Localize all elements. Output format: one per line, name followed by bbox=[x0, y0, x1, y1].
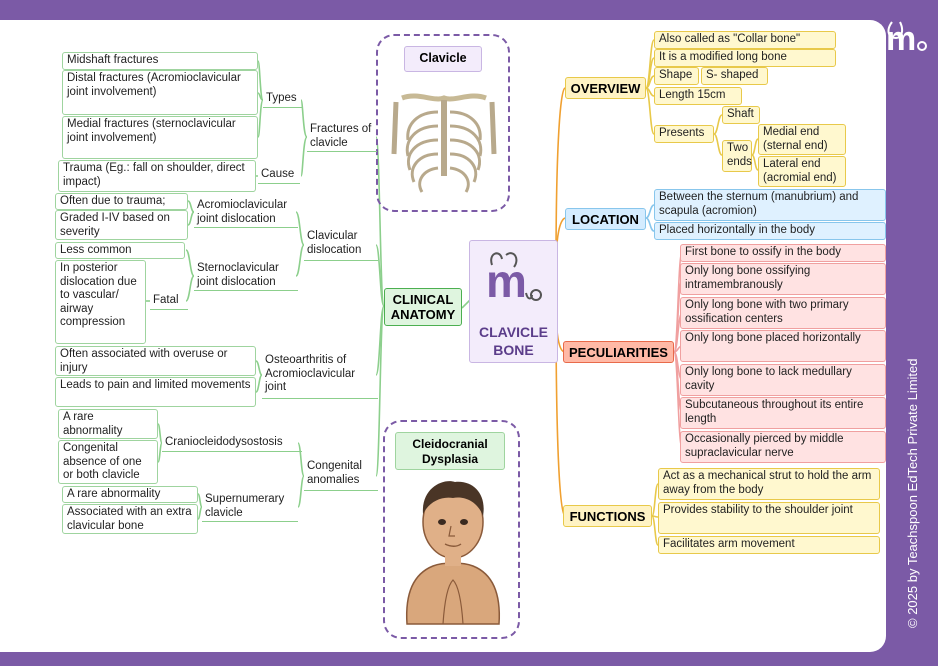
clavicle-image-frame: Clavicle bbox=[376, 34, 510, 212]
overview-two-ends: Two ends bbox=[722, 140, 752, 172]
osteoarthritis-item-2: Leads to pain and limited movements bbox=[55, 377, 256, 407]
function-item-2: Provides stability to the shoulder joint bbox=[658, 502, 880, 534]
fatal-label: Fatal bbox=[150, 293, 188, 310]
ac-item-1: Often due to trauma; bbox=[55, 193, 188, 210]
dysplasia-image-frame: Cleidocranial Dysplasia bbox=[383, 420, 520, 639]
osteoarthritis-label: Osteoarthritis of Acromioclavicular join… bbox=[262, 353, 378, 399]
copyright-text: © 2025 by Teachspoon EdTech Private Limi… bbox=[905, 358, 920, 628]
center-title-line1: CLAVICLE bbox=[479, 324, 548, 340]
overview-lateral-end: Lateral end (acromial end) bbox=[758, 156, 846, 187]
dysplasia-image-label: Cleidocranial Dysplasia bbox=[395, 432, 505, 470]
fracture-types-label: Types bbox=[263, 91, 303, 108]
fatal-text: In posterior dislocation due to vascular… bbox=[55, 260, 146, 344]
clavicle-image-label: Clavicle bbox=[404, 46, 482, 72]
ccd-label: Craniocleidodysostosis bbox=[162, 435, 302, 452]
congenital-label: Congenital anomalies bbox=[304, 459, 378, 491]
fracture-type-3: Medial fractures (sternoclavicular joint… bbox=[62, 116, 258, 159]
brand-logo: m bbox=[886, 20, 927, 58]
dislocation-label: Clavicular dislocation bbox=[304, 229, 378, 261]
overview-shaft: Shaft bbox=[722, 106, 760, 124]
osteoarthritis-item-1: Often associated with overuse or injury bbox=[55, 346, 256, 376]
fractures-label: Fractures of clavicle bbox=[307, 122, 377, 152]
function-item-3: Facilitates arm movement bbox=[658, 536, 880, 554]
sc-less-common: Less common bbox=[55, 242, 185, 259]
ac-item-2: Graded I-IV based on severity bbox=[55, 210, 188, 240]
stethoscope-m-icon: m bbox=[486, 252, 542, 307]
peculiarity-item-4: Only long bone placed horizontally bbox=[680, 330, 886, 362]
overview-length: Length 15cm bbox=[654, 87, 742, 105]
sc-dislocation-label: Sternoclavicular joint dislocation bbox=[194, 261, 298, 291]
functions-header: FUNCTIONS bbox=[563, 505, 652, 527]
svg-text:m: m bbox=[486, 255, 527, 307]
overview-also-called: Also called as "Collar bone" bbox=[654, 31, 836, 49]
center-title-line2: BONE bbox=[493, 342, 534, 358]
overview-medial-end: Medial end (sternal end) bbox=[758, 124, 846, 155]
location-header: LOCATION bbox=[565, 208, 646, 230]
function-item-1: Act as a mechanical strut to hold the ar… bbox=[658, 468, 880, 500]
overview-shape-value: S- shaped bbox=[701, 67, 768, 85]
ccd-item-2: Congenital absence of one or both clavic… bbox=[58, 440, 158, 484]
supernumerary-label: Supernumerary clavicle bbox=[202, 492, 298, 522]
clinical-header: CLINICAL ANATOMY bbox=[384, 288, 462, 326]
ribcage-clavicle-illustration bbox=[391, 93, 497, 193]
fracture-cause: Trauma (Eg.: fall on shoulder, direct im… bbox=[58, 160, 256, 192]
overview-modified: It is a modified long bone bbox=[654, 49, 836, 67]
fracture-cause-label: Cause bbox=[258, 167, 300, 184]
peculiarity-item-6: Subcutaneous throughout its entire lengt… bbox=[680, 397, 886, 429]
fracture-type-1: Midshaft fractures bbox=[62, 52, 258, 70]
super-item-1: A rare abnormality bbox=[62, 486, 198, 503]
peculiarity-item-1: First bone to ossify in the body bbox=[680, 244, 886, 262]
location-item-2: Placed horizontally in the body bbox=[654, 222, 886, 240]
overview-shape-label: Shape bbox=[654, 67, 699, 85]
ac-dislocation-label: Acromioclavicular joint dislocation bbox=[194, 198, 298, 228]
super-item-2: Associated with an extra clavicular bone bbox=[62, 504, 198, 534]
peculiarities-header: PECULIARITIES bbox=[563, 341, 674, 363]
peculiarity-item-2: Only long bone ossifying intramembranous… bbox=[680, 263, 886, 295]
center-node: m CLAVICLE BONE bbox=[469, 240, 558, 363]
peculiarity-item-7: Occasionally pierced by middle supraclav… bbox=[680, 431, 886, 463]
ccd-item-1: A rare abnormality bbox=[58, 409, 158, 439]
child-illustration bbox=[405, 481, 501, 625]
peculiarity-item-5: Only long bone to lack medullary cavity bbox=[680, 364, 886, 396]
overview-header: OVERVIEW bbox=[565, 77, 646, 99]
fracture-type-2: Distal fractures (Acromioclavicular join… bbox=[62, 70, 258, 115]
location-item-1: Between the sternum (manubrium) and scap… bbox=[654, 189, 886, 221]
overview-presents-label: Presents bbox=[654, 125, 714, 143]
peculiarity-item-3: Only long bone with two primary ossifica… bbox=[680, 297, 886, 329]
